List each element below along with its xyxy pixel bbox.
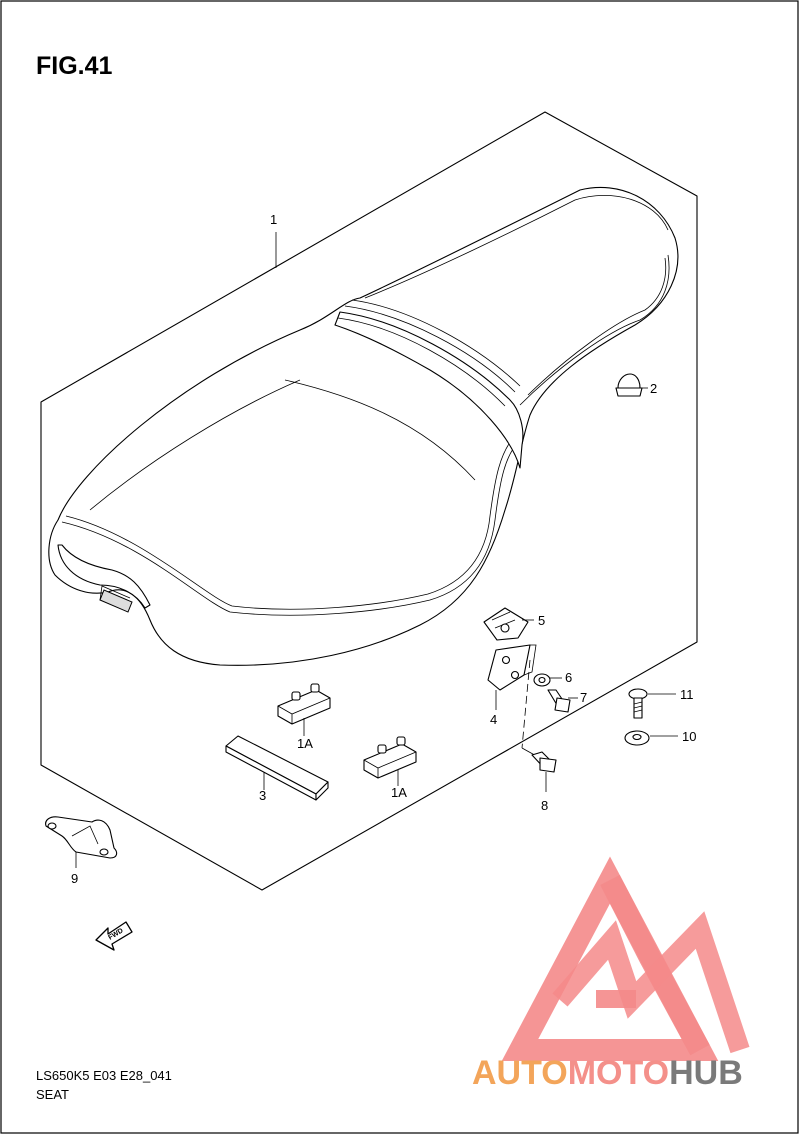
part-10-washer: [624, 730, 650, 746]
callout-5: 5: [538, 613, 545, 628]
callout-1a-left: 1A: [297, 736, 313, 751]
callout-6: 6: [565, 670, 572, 685]
part-5-clip-nut: [483, 607, 529, 641]
part-7-bolt: [547, 689, 571, 713]
callout-7: 7: [580, 690, 587, 705]
callout-1: 1: [270, 212, 277, 227]
callout-2: 2: [650, 381, 657, 396]
callout-1a-right: 1A: [391, 785, 407, 800]
callout-11: 11: [680, 687, 694, 702]
watermark-moto: MOTO: [568, 1054, 669, 1092]
part-4-bracket: [487, 644, 537, 691]
figure-title: FIG.41: [36, 52, 113, 80]
watermark-auto: AUTO: [472, 1054, 568, 1092]
assembly-frame: [40, 111, 698, 891]
part-2-grommet: [615, 373, 643, 397]
part-6-washer: [533, 673, 551, 687]
watermark-logo: [501, 856, 750, 1061]
forward-arrow-icon: FWD: [95, 921, 133, 951]
callout-9: 9: [71, 871, 78, 886]
footer-name: SEAT: [36, 1087, 69, 1102]
callout-4: 4: [490, 712, 497, 727]
svg-text:AUTOMOTOHUB: AUTOMOTOHUB: [472, 1054, 743, 1092]
watermark-text: AUTOMOTOHUB: [472, 1054, 743, 1092]
part-1a-right-cushion: [363, 736, 417, 779]
part-9-bracket: [45, 816, 118, 859]
part-11-bolt: [628, 688, 648, 719]
part-3-spacer: [225, 735, 329, 801]
seat-illustration: [48, 186, 679, 666]
alignment-line: [521, 659, 531, 749]
callout-10: 10: [682, 729, 696, 744]
callout-3: 3: [259, 788, 266, 803]
watermark-hub: HUB: [669, 1054, 743, 1092]
part-1a-left-cushion: [277, 683, 331, 725]
callout-8: 8: [541, 798, 548, 813]
footer-code: LS650K5 E03 E28_041: [36, 1068, 172, 1083]
part-8-bolt: [531, 751, 557, 773]
